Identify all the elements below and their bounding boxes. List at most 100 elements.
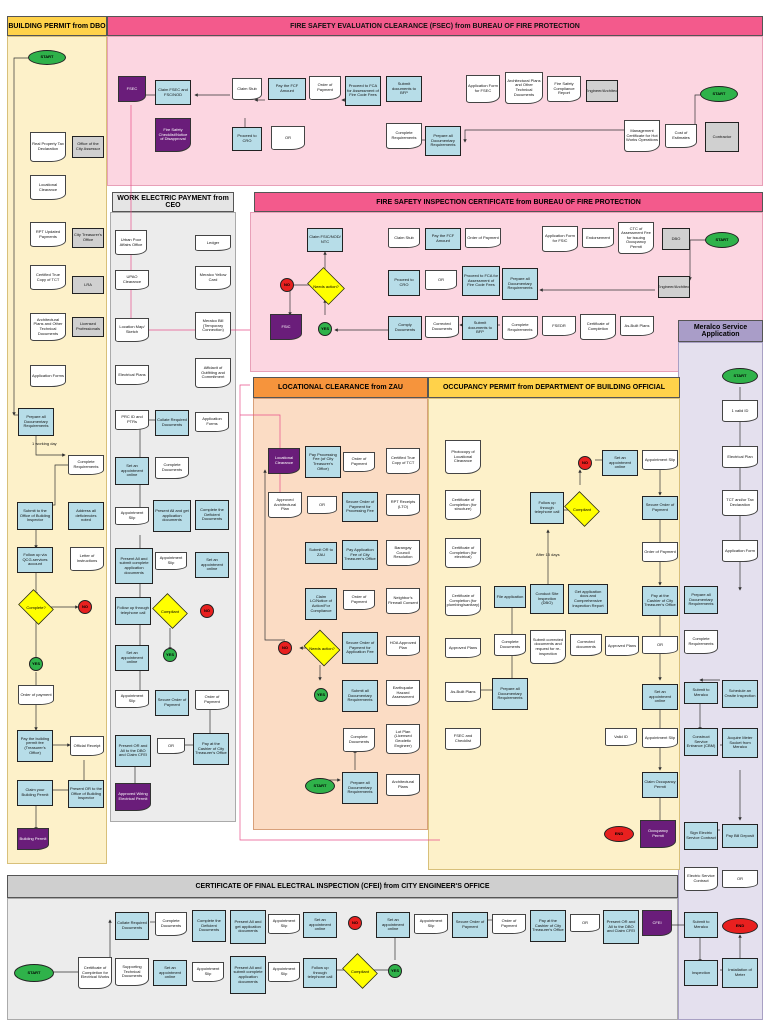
loc-secure-order: Secure Order of Payment for Processing F… xyxy=(342,492,378,522)
fsec-cost-estimates: Cost of Estimates xyxy=(665,124,697,148)
wep-secure-order: Secure Order of Payment xyxy=(155,690,189,716)
wep-affidavit: Affidavit of Outfitting and Commitment xyxy=(195,358,231,388)
bp-prepare-docs: Prepare all Documentary Requirements xyxy=(18,408,54,436)
cfei-appt-slip: Appointment Slip xyxy=(268,914,300,934)
wep-appt-slip3: Appointment Slip xyxy=(155,552,187,570)
cfei-yes: YES xyxy=(388,964,402,978)
loc-claim-ola: Claim LC/Notice of Action/For Compliance xyxy=(305,588,337,620)
occ-file-app: File application xyxy=(494,586,526,608)
wep-set-appt2: Set an appointment online xyxy=(195,552,229,578)
mer-sign-contract: Sign Electric Service Contract xyxy=(684,822,718,850)
wep-set-appt-b: Set an appointment online xyxy=(115,645,149,671)
bp-certified-tct: Certified True Copy of TCT xyxy=(30,265,66,290)
fsic-header: FIRE SAFETY INSPECTION CERTIFICATE from … xyxy=(254,192,763,212)
cfei-cert-completion: Certificate of Completion for Electrical… xyxy=(78,957,112,989)
bp-lra: LRA xyxy=(72,276,104,294)
bp-city-treasurer: City Treasurer's Office xyxy=(72,228,104,248)
fsec-doc: FSEC xyxy=(118,76,146,102)
fsic-proceed-fca: Proceed to FCA for Assessment of Fire Co… xyxy=(462,266,500,296)
fsec-proceed-fca: Proceed to FCA for Assessment of Fire Co… xyxy=(345,76,381,106)
cfei-complete-docs: Complete Documents xyxy=(155,912,187,936)
occ-conduct-site: Conduct Site Inspection (DBO) xyxy=(530,584,564,614)
wep-meralco-card: Meralco Yellow Card xyxy=(195,266,231,290)
occ-cert-plumbing: Certificate of Completion (for plumbing/… xyxy=(445,586,481,616)
cfei-follow-up: Follow up through telephone call xyxy=(303,958,337,988)
fsec-proceed-cro: Proceed to CRO xyxy=(232,127,262,151)
fsec-region xyxy=(107,36,763,186)
bp-working-day: 1 working day xyxy=(32,441,57,446)
building-permit-header: BUILDING PERMIT from DBO xyxy=(7,16,107,36)
bp-rpt-updated: RPT Updated Payments xyxy=(30,222,66,247)
loc-submit-zau: Submit OR to ZAU xyxy=(305,542,337,564)
loc-start: START xyxy=(305,778,335,794)
fsic-or: OR xyxy=(425,270,457,290)
loc-or: OR xyxy=(307,496,337,514)
bp-no: NO xyxy=(78,600,92,614)
occ-after-days: After 15 days xyxy=(536,552,560,557)
mer-installation: Installation of Meter xyxy=(722,958,758,988)
occ-photocopy: Photocopy of Locational Clearance xyxy=(445,440,481,474)
loc-order-payment: Order of Payment xyxy=(343,452,375,472)
cfei-appt-slip2: Appointment Slip xyxy=(192,962,224,982)
occ-as-built: As-Built Plans xyxy=(445,682,481,702)
fsec-prepare-docs: Prepare all Documentary Requirements xyxy=(425,126,461,156)
fsic-submit-bfp: Submit documents to BFP xyxy=(462,316,498,340)
occ-cert-structure: Certificate of Completion (for structure… xyxy=(445,490,481,520)
mer-schedule: Schedule an Onsite Inspection xyxy=(722,680,758,708)
wep-prc: PRC ID and PTRs xyxy=(115,410,149,430)
mer-valid-id: 1 valid ID xyxy=(722,400,758,422)
cfei-present-submit: Present All and submit complete applicat… xyxy=(230,956,266,994)
loc-secure-app-fee: Secure Order of Payment for Application … xyxy=(342,632,378,664)
loc-certified-tct: Certified True Copy of TCT xyxy=(386,448,420,474)
cfei-appt-slip3: Appointment Slip xyxy=(268,962,300,982)
mer-submit-meralco2: Submit to Meralco xyxy=(684,912,718,938)
fsec-start: START xyxy=(700,86,738,102)
cfei-or: OR xyxy=(570,914,600,932)
occ-pay-cashier: Pay at the Cashier of City Treasurer's O… xyxy=(642,586,678,616)
fsec-complete-req: Complete Requirements xyxy=(386,123,422,149)
wep-approved-wiring: Approved Wiring Electrical Permit xyxy=(115,783,151,811)
occ-valid-id: Valid ID xyxy=(605,728,637,746)
fsic-no: NO xyxy=(280,278,294,292)
cfei-compliant: Compliant xyxy=(350,968,369,974)
bp-claim-permit: Claim your Building Permit xyxy=(17,780,53,806)
wep-complete-docs: Complete Documents xyxy=(155,457,189,479)
wep-meralco-bill: Meralco Bill (Temporary Connection) xyxy=(195,312,231,340)
occ-corrected-docs: Corrected documents xyxy=(570,634,602,656)
mer-electric-contract: Electric Service Contract xyxy=(684,867,718,891)
wep-no: NO xyxy=(200,604,214,618)
cfei-supporting-docs: Supporting Technical Documents xyxy=(115,958,149,986)
fsic-pay-fcf: Pay the FCF Amount xyxy=(425,228,461,250)
bp-rpt-declaration: Real Property Tax Declaration xyxy=(30,132,66,162)
cfei-present-all: Present All and get application document… xyxy=(230,910,266,944)
mer-tct: TCT and/or Tax Declaration xyxy=(722,490,758,516)
bp-submit-office: Submit to the Office of Building Inspect… xyxy=(17,502,53,530)
fsic-yes: YES xyxy=(318,322,332,336)
occ-set-appt: Set an appointment online xyxy=(602,450,638,476)
fsic-proceed-cro: Proceed to CRO xyxy=(388,270,420,296)
wep-set-appt: Set an appointment online xyxy=(115,457,149,485)
meralco-header: Meralco Service Application xyxy=(678,320,763,342)
wep-complete-deficient: Complete the Deficient Documents xyxy=(195,500,229,530)
loc-no: NO xyxy=(278,641,292,655)
loc-yes: YES xyxy=(314,688,328,702)
loc-needs-action: Needs action? xyxy=(309,645,335,651)
occ-complete-docs: Complete Documents xyxy=(494,634,526,656)
bp-building-permit: Building Permit xyxy=(17,828,49,850)
bp-present-or: Present OR to the Office of Building Ins… xyxy=(68,780,104,808)
cfei-set-appt2: Set an appointment online xyxy=(153,960,187,986)
mer-inspection: Inspection xyxy=(684,960,718,986)
fsec-mgmt-cert: Management Certificate for Hot Works Ope… xyxy=(624,120,660,152)
wep-pay-cashier: Pay at the Cashier of City Treasurer's O… xyxy=(193,733,229,765)
wep-follow-up: Follow up through telephone call xyxy=(115,597,151,625)
fsic-as-built: As-Built Plans xyxy=(620,316,654,336)
fsic-complete-req: Complete Requirements xyxy=(502,316,538,340)
loc-arch-plans: Architectural Plans xyxy=(386,774,420,796)
loc-rpt-receipts: RPT Receipts (LTO) xyxy=(386,494,420,516)
cfei-collate: Collate Required Documents xyxy=(115,912,149,940)
loc-neighbors: Neighbor's Firewall Consent xyxy=(386,588,420,614)
cfei-order-payment: Order of Payment xyxy=(492,914,526,934)
fsec-pay-fcf: Pay the FCF Amount xyxy=(268,78,306,100)
mer-pay-deposit: Pay Bill Deposit xyxy=(722,824,758,848)
wep-compliant-decision: Compliant xyxy=(150,593,190,629)
